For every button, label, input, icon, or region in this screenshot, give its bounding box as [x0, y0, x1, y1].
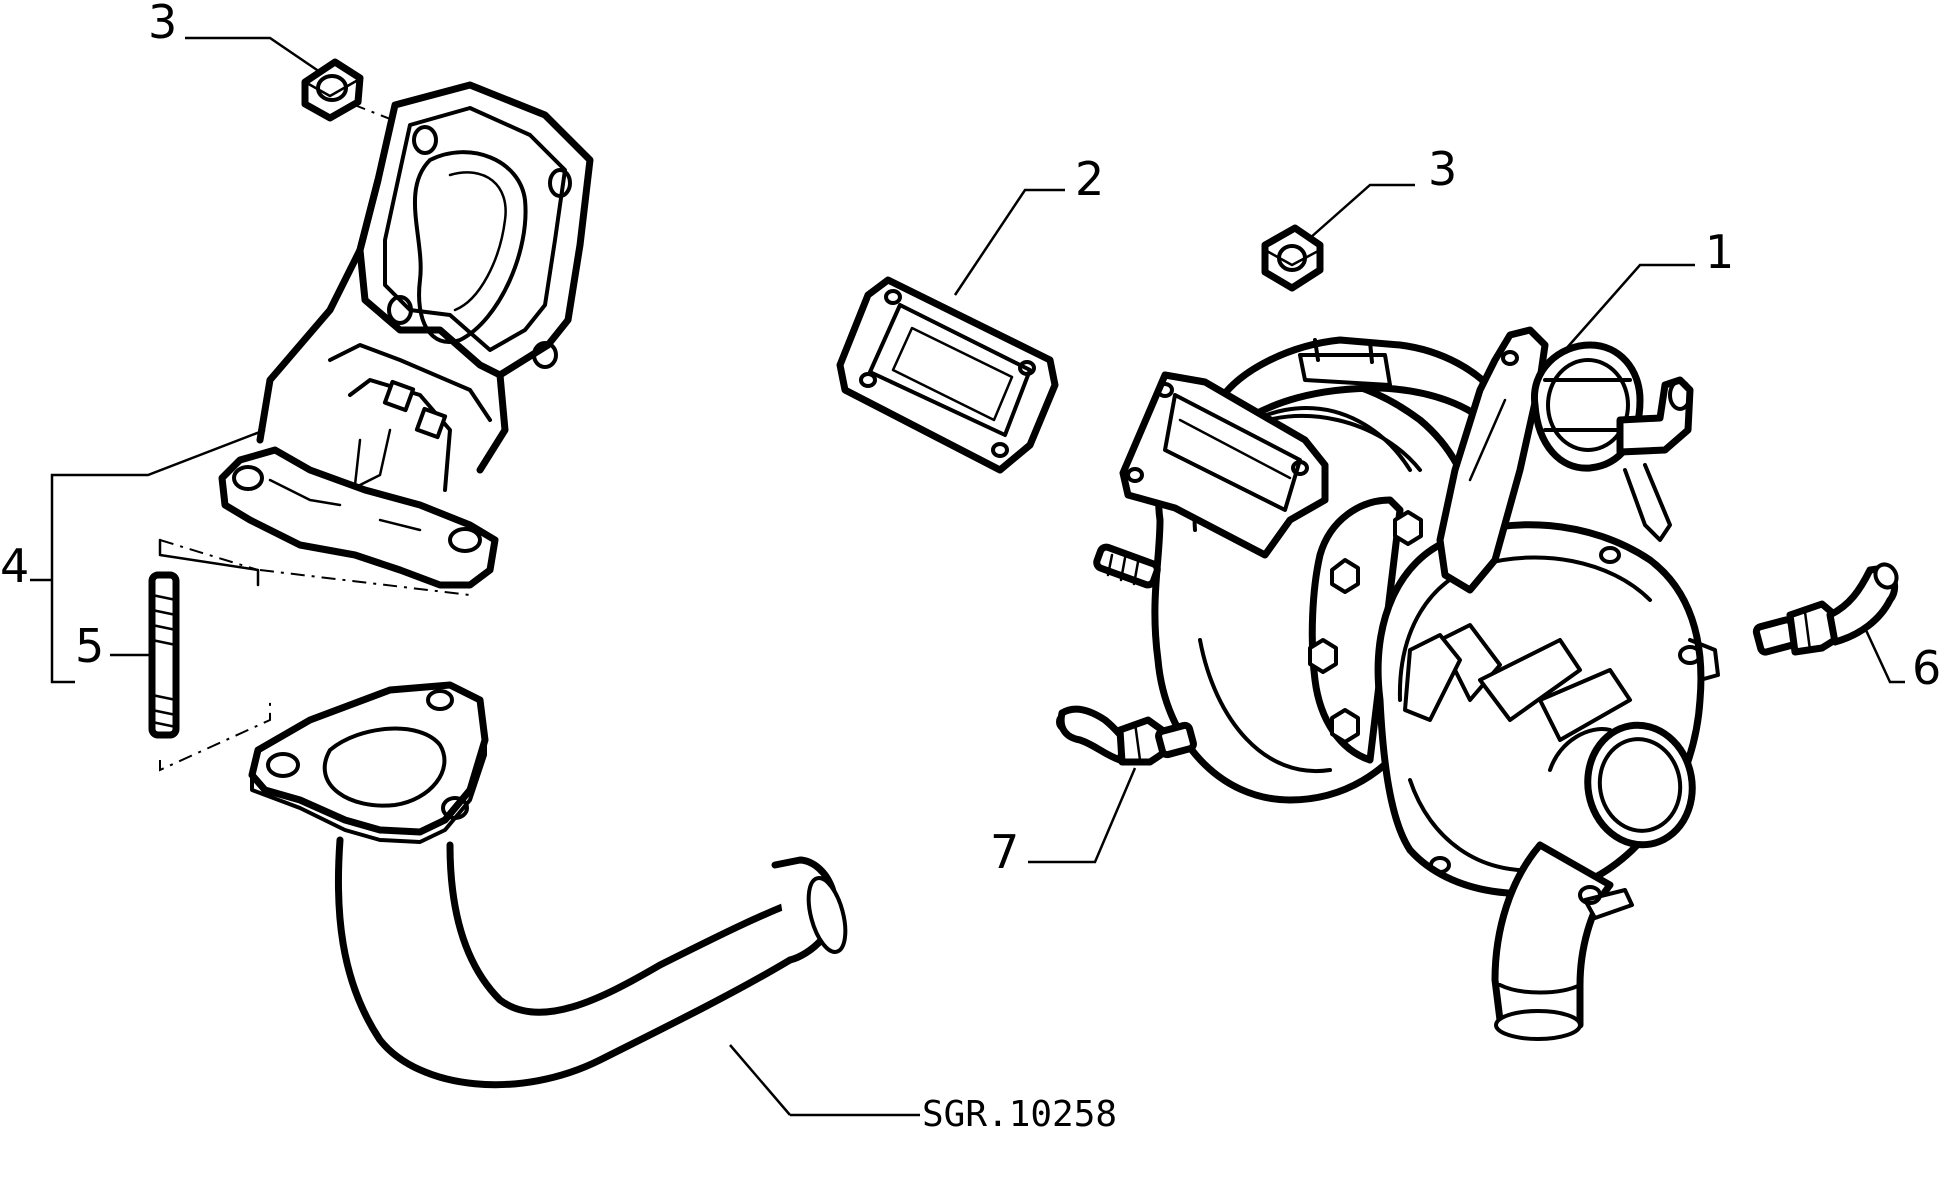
exhaust-manifold [159, 81, 594, 596]
callout-2: 2 [1075, 152, 1104, 206]
nut-top-left [301, 58, 409, 127]
reference-code: SGR.10258 [922, 1094, 1117, 1135]
gasket [836, 276, 1059, 474]
callout-4: 4 [0, 539, 29, 593]
fitting-left [1056, 705, 1197, 766]
leader-lines [30, 36, 1905, 864]
exhaust-downpipe [248, 681, 920, 1117]
callout-6: 6 [1912, 641, 1941, 695]
callout-3-right: 3 [1428, 142, 1457, 196]
callout-3-left: 3 [148, 0, 177, 49]
nut-top-right [1261, 224, 1324, 292]
stud [148, 538, 271, 772]
turbocharger [1093, 326, 1720, 1041]
callout-7: 7 [990, 825, 1019, 879]
callout-5: 5 [75, 619, 104, 673]
callout-1: 1 [1705, 225, 1734, 279]
fitting-right [1752, 562, 1899, 656]
